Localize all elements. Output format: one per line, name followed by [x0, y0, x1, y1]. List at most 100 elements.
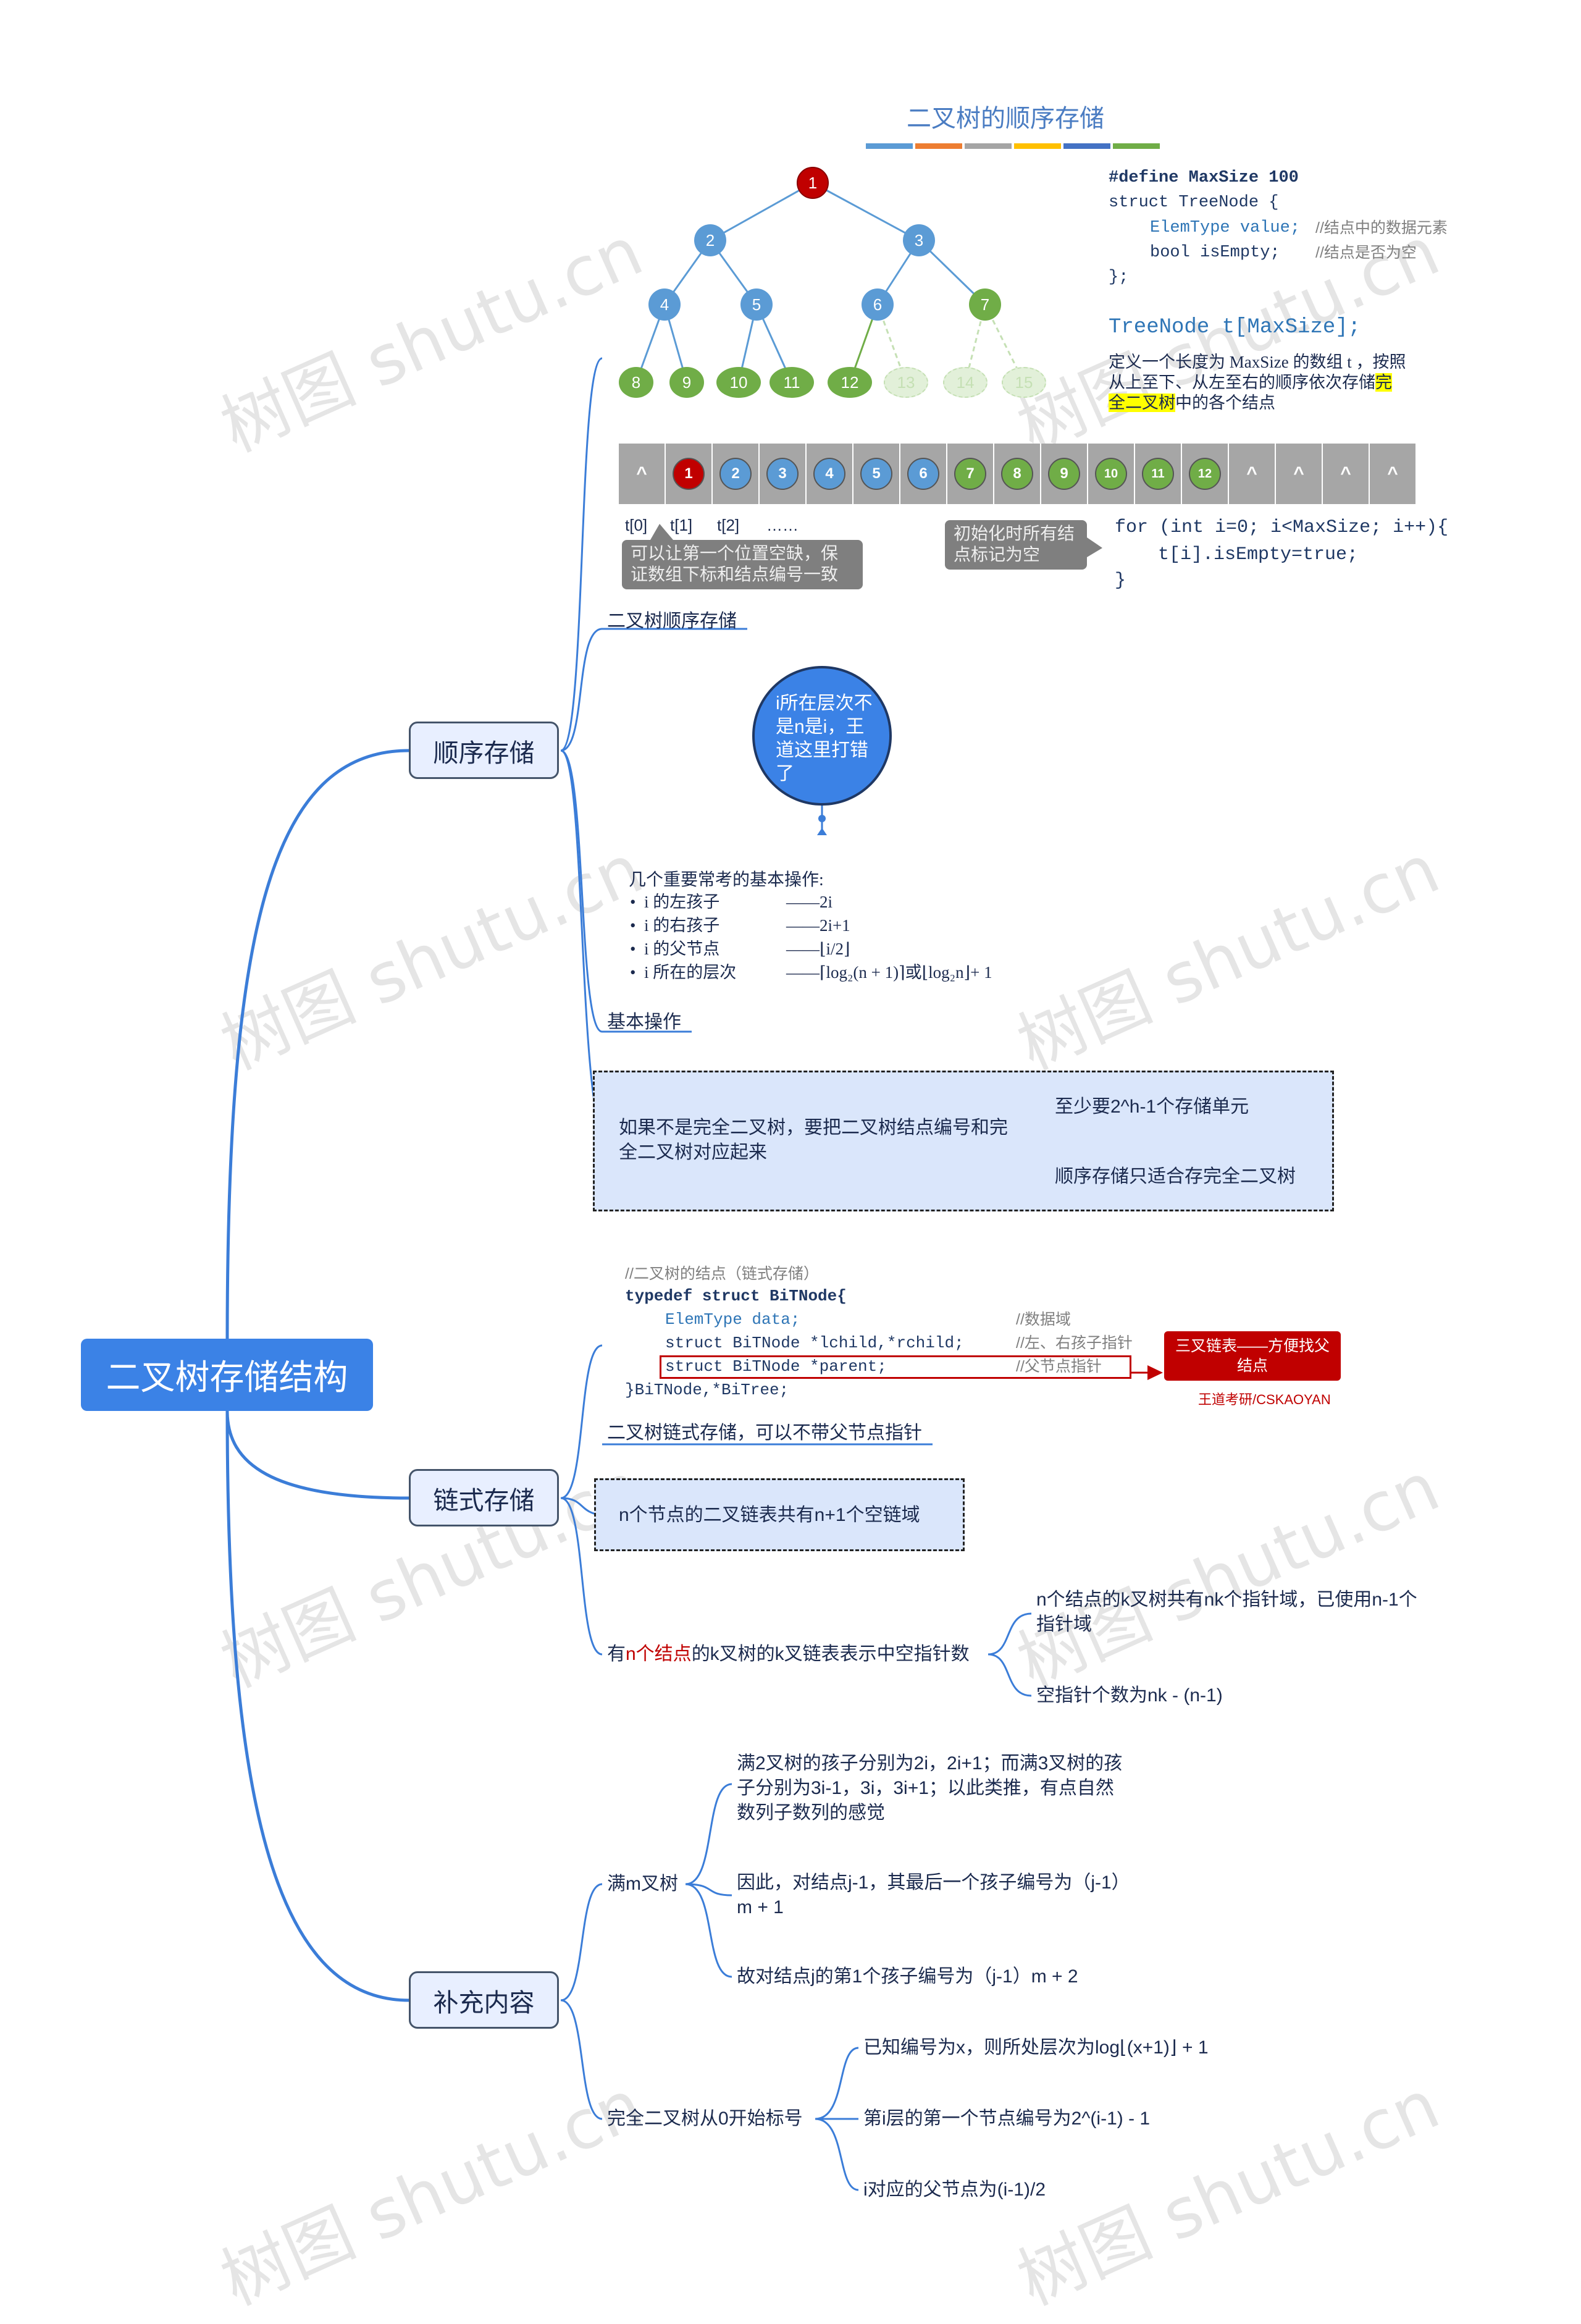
array-cell: 9 — [1041, 444, 1088, 504]
array-cell: 3 — [760, 444, 807, 504]
k-child: n个结点的k叉树共有nk个指针域，已使用n-1个指针域 — [1036, 1589, 1417, 1635]
link-code-data: ElemType data; — [665, 1310, 800, 1329]
link-code-data-comment: //数据域 — [1016, 1311, 1071, 1328]
note-bubble: i所在层次不是n是i，王道这里打错了 — [752, 666, 892, 806]
m-child: 因此，对结点j-1，其最后一个孩子编号为（j-1）m + 1 — [737, 1872, 1130, 1918]
array-cell-empty: ^ — [1229, 444, 1276, 504]
k-red: n个结点 — [626, 1644, 692, 1664]
link-code-parent: struct BiTNode *parent; — [665, 1357, 887, 1376]
code-struct: struct TreeNode { — [1109, 193, 1279, 212]
array-cell: 11 — [1135, 444, 1182, 504]
red-callout: 三叉链表——方便找父结点 — [1164, 1331, 1341, 1381]
seq-note-box — [593, 1071, 1334, 1211]
m-child: 满2叉树的孩子分别为2i，2i+1；而满3叉树的孩子分别为3i-1，3i，3i+… — [737, 1753, 1123, 1823]
parent-pointer-highlight — [660, 1355, 1131, 1379]
code-elem: ElemType value; — [1150, 219, 1301, 237]
code-elem-comment: //结点中的数据元素 — [1315, 219, 1448, 237]
code-bool-comment: //结点是否为空 — [1315, 244, 1417, 261]
seq-box-text: 如果不是完全二叉树，要把二叉树结点编号和完全二叉树对应起来 — [619, 1118, 1008, 1163]
desc-line-3: 全二叉树中的各个结点 — [1109, 394, 1275, 412]
desc-highlight: 全二叉树 — [1109, 394, 1175, 412]
tree-node: 12 — [828, 367, 872, 398]
op-item: • i 的左孩子——2i — [630, 893, 832, 911]
link-box-text: n个节点的二叉链表共有n+1个空链域 — [619, 1505, 920, 1525]
array-cell-empty: ^ — [1370, 444, 1417, 504]
tree-node: 2 — [694, 224, 726, 256]
op-item: • i 的父节点——⌊i/2⌋ — [630, 940, 850, 958]
tree-node: 5 — [740, 288, 773, 321]
storage-array: ^ 1 2 3 4 5 6 7 8 9 10 11 12 ^ ^ ^ ^ — [619, 444, 1419, 504]
branch-linked-storage[interactable]: 链式存储 — [409, 1469, 559, 1526]
link-note-box — [594, 1478, 965, 1551]
index-label: t[1] — [670, 516, 693, 534]
tree-node: 4 — [648, 288, 681, 321]
code-bool: bool isEmpty; — [1150, 243, 1280, 262]
k-child: 空指针个数为nk - (n-1) — [1036, 1685, 1223, 1706]
link-code-lr: struct BiTNode *lchild,*rchild; — [665, 1334, 964, 1352]
array-cell: 7 — [947, 444, 994, 504]
tree-node: 6 — [862, 288, 894, 321]
link-code-parent-comment: //父节点指针 — [1016, 1358, 1102, 1375]
tree-node-empty: 13 — [884, 367, 928, 398]
tree-node: 9 — [669, 367, 704, 398]
k-tree-node: 有n个结点的k叉树的k叉链表表示中空指针数 — [607, 1644, 970, 1664]
array-cell: 5 — [853, 444, 900, 504]
callout-init-empty: 初始化时所有结点标记为空 — [945, 520, 1087, 570]
tree-node: 7 — [969, 288, 1001, 321]
callout-first-empty: 可以让第一个位置空缺，保证数组下标和结点编号一致 — [622, 540, 863, 589]
code-end: }; — [1109, 268, 1129, 287]
zero-child: 第i层的第一个节点编号为2^(i-1) - 1 — [863, 2108, 1151, 2129]
desc-highlight: 完 — [1375, 373, 1392, 392]
tree-node: 10 — [716, 367, 761, 398]
index-label: t[2] — [717, 516, 740, 534]
array-cell: 8 — [994, 444, 1041, 504]
array-cell: 1 — [666, 444, 713, 504]
link-code-typedef: typedef struct BiTNode{ — [625, 1287, 847, 1305]
array-cell-empty: ^ — [1276, 444, 1323, 504]
tree-node: 11 — [770, 367, 814, 398]
code-define: #define MaxSize 100 — [1109, 169, 1299, 187]
code-for: for (int i=0; i<MaxSize; i++){ — [1115, 517, 1449, 538]
index-label: …… — [766, 516, 799, 534]
array-cell: 12 — [1182, 444, 1229, 504]
desc-line-2: 从上至下、从左至右的顺序依次存储完 — [1109, 373, 1392, 392]
index-label: t[0] — [625, 516, 648, 534]
array-cell: 2 — [713, 444, 760, 504]
array-cell: 10 — [1088, 444, 1135, 504]
tree-node-empty: 14 — [943, 367, 988, 398]
desc-line-1: 定义一个长度为 MaxSize 的数组 t ，按照 — [1109, 353, 1406, 371]
note-bubble-text: i所在层次不是n是i，王道这里打错了 — [776, 693, 873, 784]
op-item: • i 所在的层次——⌈log₂(n + 1)⌉或⌊log₂n⌋+ 1 — [630, 963, 992, 982]
tree-node: 8 — [619, 367, 653, 398]
link-code-end: }BiTNode,*BiTree; — [625, 1381, 789, 1399]
zero-child: 已知编号为x，则所处层次为log⌊(x+1)⌋ + 1 — [863, 2037, 1209, 2058]
red-source: 王道考研/CSKAOYAN — [1198, 1392, 1331, 1407]
ops-title: 几个重要常考的基本操作: — [629, 870, 824, 890]
seq-box-child: 顺序存储只适合存完全二叉树 — [1055, 1166, 1296, 1187]
link-code-comment: //二叉树的结点（链式存储） — [625, 1265, 819, 1282]
branch-sequential-storage[interactable]: 顺序存储 — [409, 722, 559, 779]
op-item: • i 的右孩子——2i+1 — [630, 916, 850, 935]
root-node[interactable]: 二叉树存储结构 — [81, 1339, 373, 1411]
link-caption: 二叉树链式存储，可以不带父节点指针 — [607, 1423, 922, 1443]
red-callout-text: 三叉链表——方便找父结点 — [1175, 1337, 1330, 1375]
code-array: TreeNode t[MaxSize]; — [1109, 316, 1361, 339]
seq-caption: 二叉树顺序存储 — [607, 611, 737, 631]
code-for-body: t[i].isEmpty=true; — [1158, 544, 1359, 565]
m-tree-node: 满m叉树 — [607, 1874, 678, 1894]
zero-child: i对应的父节点为(i-1)/2 — [863, 2179, 1046, 2200]
seq-box-child: 至少要2^h-1个存储单元 — [1055, 1097, 1249, 1117]
ops-caption: 基本操作 — [607, 1012, 681, 1032]
array-cell: 6 — [900, 444, 947, 504]
link-code-lr-comment: //左、右孩子指针 — [1016, 1334, 1133, 1352]
seq-image-title: 二叉树的顺序存储 — [907, 105, 1104, 132]
m-child: 故对结点j的第1个孩子编号为（j-1）m + 2 — [737, 1966, 1078, 1987]
branch-supplement[interactable]: 补充内容 — [409, 1971, 559, 2029]
tree-node: 3 — [903, 224, 935, 256]
tree-node-empty: 15 — [1002, 367, 1046, 398]
tree-node: 1 — [797, 167, 829, 199]
array-cell: 4 — [807, 444, 853, 504]
ops-list: • i 的左孩子——2i • i 的右孩子——2i+1 • i 的父节点——⌊i… — [630, 890, 992, 984]
array-cell-empty: ^ — [619, 444, 666, 504]
array-cell-empty: ^ — [1323, 444, 1370, 504]
